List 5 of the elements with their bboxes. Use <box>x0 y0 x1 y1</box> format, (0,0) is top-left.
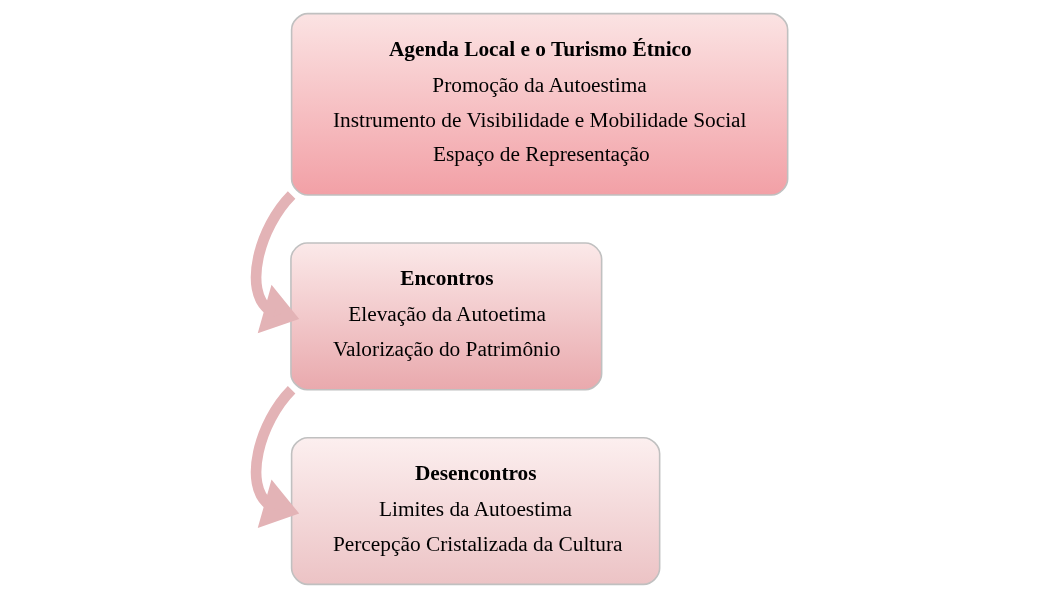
arrow <box>250 191 300 334</box>
node-box: Encontros Elevação da Autoetima Valorização do Patrimônio <box>290 242 603 391</box>
arrow <box>250 386 300 528</box>
node-box: Desencontros Limites da Autoestima Percepção Cristalizada da Cultura <box>290 436 661 586</box>
node-box: Agenda Local e o Turismo Étnico Promoção da Autoestima Instrumento de Visibilidade e Mobilidade Social Espaço de Representação <box>290 12 789 196</box>
